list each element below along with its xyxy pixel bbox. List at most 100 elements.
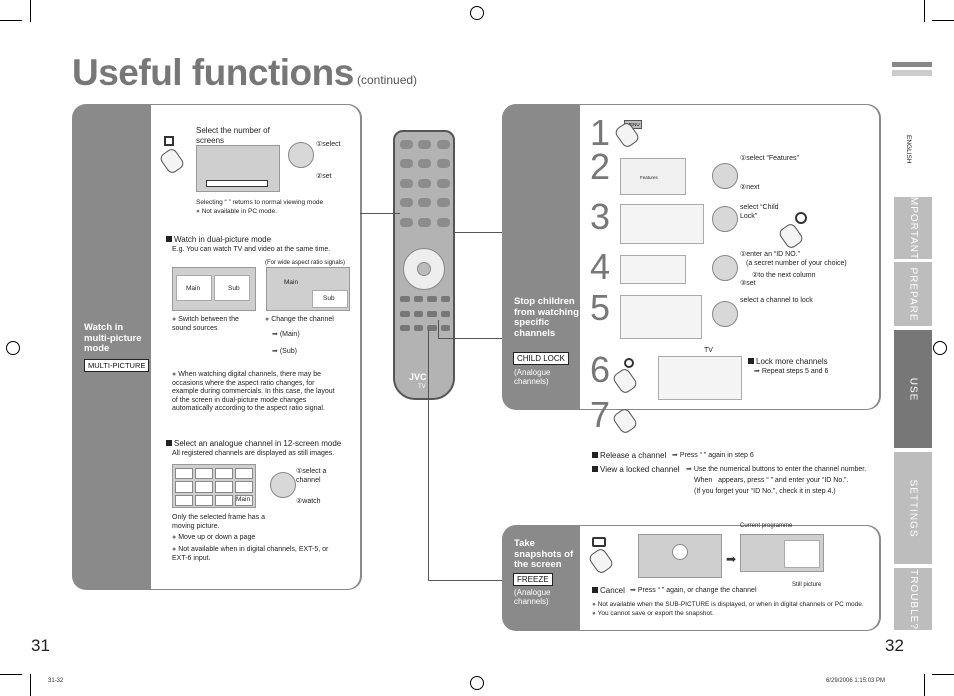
control-dial-icon bbox=[712, 301, 738, 327]
wide-sub bbox=[312, 290, 348, 308]
screens-label: Select the number of screens bbox=[196, 126, 270, 145]
snapshot-screen bbox=[638, 534, 722, 578]
step2-select: ①select “Features” bbox=[740, 155, 799, 162]
snapshot-circle bbox=[672, 544, 688, 560]
print-date: 6/29/2006 1:15:03 PM bbox=[826, 678, 886, 684]
tab-important[interactable]: IMPORTANT! bbox=[894, 193, 932, 263]
dual-heading-text: Watch in dual-picture mode bbox=[174, 235, 272, 244]
multi-picture-tag: MULTI-PICTURE bbox=[84, 359, 150, 372]
twelve-heading: Select an analogue channel in 12-screen … bbox=[166, 439, 341, 449]
registration-mark-icon bbox=[470, 676, 484, 690]
snapshot-note-1: Not available when the SUB-PICTURE is di… bbox=[592, 601, 864, 610]
header-bar bbox=[892, 70, 932, 76]
release-heading: Release a channel bbox=[592, 451, 666, 461]
screen-mode-strip bbox=[206, 180, 268, 187]
wide-sub-label: Sub bbox=[323, 295, 335, 302]
select-label: ①select bbox=[316, 141, 341, 148]
lock-more: Lock more channels bbox=[748, 357, 828, 367]
registration-mark-icon bbox=[470, 6, 484, 20]
analogue-note: (Analogue channels) bbox=[514, 368, 551, 386]
page-number-right: 32 bbox=[885, 636, 904, 655]
connector-line bbox=[428, 330, 429, 580]
step3-select: select “Child Lock” bbox=[740, 204, 779, 220]
menu-screen bbox=[620, 158, 686, 195]
control-dial-icon bbox=[712, 163, 738, 189]
step5-lock: select a channel to lock bbox=[740, 297, 813, 304]
stop-title: Stop children from watching specific cha… bbox=[514, 296, 579, 339]
step-number: 4 bbox=[590, 246, 611, 287]
cancel-desc: Press “ ” again, or change the channel bbox=[630, 587, 757, 596]
wide-note: (For wide aspect ratio signals) bbox=[265, 260, 346, 266]
remote-top-buttons bbox=[400, 140, 450, 232]
view-locked-text: View a locked channel bbox=[600, 465, 680, 474]
freeze-tag: FREEZE bbox=[513, 573, 553, 586]
child-lock-button-icon bbox=[624, 358, 634, 368]
step-number: 3 bbox=[590, 196, 611, 237]
hand-press-icon bbox=[611, 406, 639, 436]
tab-use[interactable]: USE bbox=[894, 330, 932, 448]
remote-brand: JVC bbox=[409, 372, 427, 382]
remote-lower-buttons bbox=[400, 296, 450, 336]
dual-heading: Watch in dual-picture mode bbox=[166, 235, 271, 245]
features-label: Features bbox=[640, 175, 658, 180]
section-title: Watch in multi-picture mode bbox=[84, 322, 142, 354]
current-programme-label: Current programme bbox=[740, 523, 793, 529]
selecting-note: Selecting “ ” returns to normal viewing … bbox=[196, 199, 324, 206]
freeze-button-icon bbox=[592, 537, 606, 547]
tab-english: ENGLISH bbox=[905, 135, 912, 164]
remote-tv-label: TV bbox=[418, 384, 426, 390]
locked-channel-screen bbox=[658, 356, 742, 400]
not-pc-note: Not available in PC mode. bbox=[196, 208, 277, 217]
control-dial-icon bbox=[712, 255, 738, 281]
registration-mark-icon bbox=[6, 341, 20, 355]
page-subtitle: (continued) bbox=[357, 73, 418, 87]
dual-sub bbox=[214, 275, 250, 301]
tab-important-label: IMPORTANT! bbox=[907, 192, 919, 264]
connector-line bbox=[428, 580, 502, 581]
step2-next: ②next bbox=[740, 184, 760, 191]
step-number: 7 bbox=[590, 394, 611, 435]
multi-screen-icon bbox=[164, 136, 174, 146]
step-number: 1 bbox=[590, 112, 611, 153]
child-lock-menu-screen bbox=[620, 204, 704, 244]
repeat-steps: Repeat steps 5 and 6 bbox=[754, 368, 829, 377]
snapshot-title: Take snapshots of the screen bbox=[514, 538, 574, 570]
view-locked-heading: View a locked channel bbox=[592, 465, 679, 475]
release-desc: Press “ ” again in step 6 bbox=[672, 452, 754, 461]
tab-prepare[interactable]: PREPARE bbox=[894, 262, 932, 326]
view-desc-2: When appears, press “ ” and enter your “… bbox=[694, 477, 849, 484]
step-number: 6 bbox=[590, 349, 611, 390]
step-number: 2 bbox=[590, 146, 611, 187]
page-title: Useful functions bbox=[72, 52, 354, 93]
file-label: 31-32 bbox=[48, 678, 64, 684]
watch-label: ②watch bbox=[296, 498, 321, 505]
set-label: ②set bbox=[316, 173, 332, 180]
cancel-text: Cancel bbox=[600, 586, 625, 595]
id-entry-screen bbox=[620, 255, 686, 284]
control-dial-icon bbox=[288, 142, 314, 168]
switch-sound: Switch between the sound sources bbox=[172, 316, 252, 333]
tab-trouble[interactable]: TROUBLE? bbox=[894, 568, 932, 630]
tab-settings[interactable]: SETTINGS bbox=[894, 452, 932, 564]
main-channel: (Main) bbox=[272, 331, 300, 340]
control-dial-icon bbox=[712, 206, 738, 232]
connector-line bbox=[438, 320, 439, 338]
step4-next: ②to the next column bbox=[752, 272, 816, 279]
view-desc-3: (If you forget your “ID No.”, check it i… bbox=[694, 488, 836, 495]
registration-mark-icon bbox=[933, 341, 947, 355]
header-bar bbox=[892, 62, 932, 67]
select-channel: ①select a channel bbox=[296, 468, 327, 484]
change-channel: Change the channel bbox=[265, 316, 334, 325]
remote-ok-button[interactable] bbox=[417, 262, 431, 276]
snapshot-analogue: (Analogue channels) bbox=[514, 588, 551, 606]
lock-icon: TV bbox=[704, 347, 713, 354]
step4-secret: (a secret number of your choice) bbox=[746, 260, 847, 267]
dual-main-label: Main bbox=[186, 285, 201, 292]
step4-set: ③set bbox=[740, 280, 756, 287]
lock-more-text: Lock more channels bbox=[756, 357, 828, 366]
release-text: Release a channel bbox=[600, 451, 667, 460]
digital-note: When watching digital channels, there ma… bbox=[172, 371, 342, 414]
dual-main bbox=[176, 275, 212, 301]
move-page: Move up or down a page bbox=[172, 534, 255, 543]
child-lock-tag: CHILD LOCK bbox=[513, 352, 570, 365]
